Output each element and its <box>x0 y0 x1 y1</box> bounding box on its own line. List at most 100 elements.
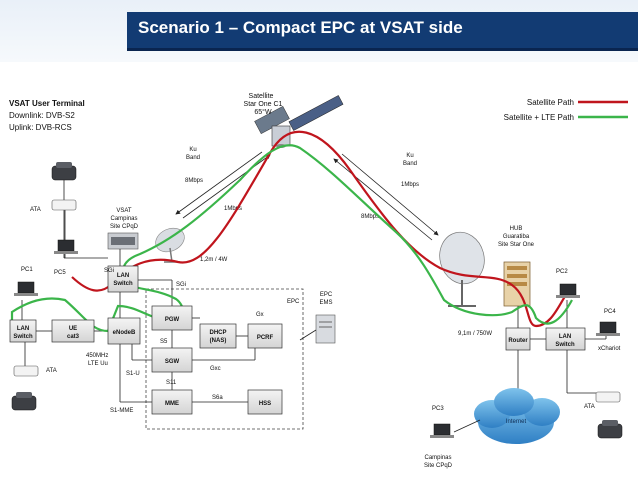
lan-switch-top-label-1: LAN <box>117 273 129 279</box>
lan-switch-right-label-1: LAN <box>559 334 571 340</box>
s6a-label: S6a <box>212 395 223 401</box>
campinas-bottom-label-2: Site CPqD <box>424 463 453 469</box>
lan-switch-top-label-2: Switch <box>113 281 133 287</box>
lan-switch-left-box <box>9 319 37 343</box>
large-dish-label: 9,1m / 750W <box>458 331 492 337</box>
s1u-label: S1-U <box>126 371 140 377</box>
hub-label-3: Site Star One <box>498 242 535 248</box>
rate-1mbps-right: 1Mbps <box>401 182 419 188</box>
ata-left-icon <box>13 365 39 377</box>
laptop-pc2-icon <box>556 283 580 298</box>
lan-switch-right-box <box>545 327 586 351</box>
dhcp-box <box>199 323 237 349</box>
hub-label-2: Guaratiba <box>503 234 530 240</box>
pc3-label: PC3 <box>432 406 444 412</box>
laptop-pc4-icon <box>596 321 620 336</box>
satellite-icon <box>254 95 344 148</box>
ue-cat3-label-2: cat3 <box>67 334 80 340</box>
pc2-label: PC2 <box>556 269 568 275</box>
phone-top-left-icon <box>51 162 77 181</box>
ata-right-label: ATA <box>584 404 595 410</box>
lte-uu-label-1: 450MHz <box>86 353 108 359</box>
epc-label: EPC <box>287 299 300 305</box>
hss-label: HSS <box>259 401 271 407</box>
pcrf-label: PCRF <box>257 335 274 341</box>
epc-boundary <box>145 288 304 430</box>
pgw-box <box>151 305 193 331</box>
legend-satellite-label: Satellite Path <box>526 98 574 107</box>
pc5-label: PC5 <box>54 270 66 276</box>
laptop-pc3-icon <box>430 423 454 438</box>
pgw-label: PGW <box>165 317 180 323</box>
mme-label: MME <box>165 401 179 407</box>
lan-switch-right-label-2: Switch <box>555 342 575 348</box>
enodeb-label: eNodeB <box>113 330 136 336</box>
ue-cat3-box <box>51 319 95 343</box>
epc-ems-label-1: EPC <box>320 292 333 298</box>
rate-1mbps-left: 1Mbps <box>224 206 242 212</box>
satellite-label-2: Star One C1 <box>244 101 283 108</box>
small-dish-label: 1,2m / 4W <box>200 257 228 263</box>
sgi-label-1: SGi <box>104 268 114 274</box>
rate-8mbps-left: 8Mbps <box>185 178 203 184</box>
ue-cat3-label-1: UE <box>69 326 77 332</box>
hub-label-1: HUB <box>510 226 523 232</box>
title-bar <box>127 12 638 51</box>
sgw-box <box>151 347 193 373</box>
router-label: Router <box>508 338 528 344</box>
downlink-text: Downlink: DVB-S2 <box>9 111 75 120</box>
ku-right-label-1: Ku <box>406 153 413 159</box>
slide-title: Scenario 1 – Compact EPC at VSAT side <box>138 18 463 37</box>
ata-right-icon <box>595 391 621 403</box>
lan-switch-left-label-1: LAN <box>17 326 29 332</box>
ata-left-label: ATA <box>46 368 57 374</box>
lan-switch-left-label-2: Switch <box>13 334 33 340</box>
mme-box <box>151 389 193 415</box>
gx-label: Gx <box>256 312 264 318</box>
laptop-pc5-icon <box>54 239 78 254</box>
phone-bottom-right-icon <box>597 420 623 439</box>
ku-right-up-arrow <box>333 158 433 241</box>
s11-label: S11 <box>166 380 177 386</box>
sgi-label-2: SGi <box>176 282 186 288</box>
ku-left-label-2: Band <box>186 155 200 161</box>
satellite-path-line <box>71 130 569 328</box>
legend-lte-label: Satellite + LTE Path <box>503 113 574 122</box>
internet-label: Internet <box>506 419 527 425</box>
dhcp-label-1: DHCP <box>209 330 226 336</box>
epc-ems-label-2: EMS <box>319 300 332 306</box>
ata-top-icon <box>51 199 77 211</box>
ku-right-label-2: Band <box>403 161 417 167</box>
gxc-label: Gxc <box>210 366 221 372</box>
enodeb-box <box>107 317 141 345</box>
hss-box <box>247 389 283 415</box>
ata-top-label: ATA <box>30 207 41 213</box>
satellite-label-1: Satellite <box>249 93 274 100</box>
dhcp-label-2: (NAS) <box>210 338 227 344</box>
rate-8mbps-right: 8Mbps <box>361 214 379 220</box>
vsat-modem-icon <box>107 232 139 250</box>
vsat-site-label-2: Campinas <box>110 216 137 222</box>
s5-label: S5 <box>160 339 168 345</box>
campinas-bottom-label-1: Campinas <box>424 455 451 461</box>
lte-uu-label-2: LTE Uu <box>88 361 108 367</box>
lan-switch-top-box <box>107 265 139 293</box>
s1mme-label: S1-MME <box>110 408 133 414</box>
xchariot-label: xChariot <box>598 346 621 352</box>
laptop-pc1-icon <box>14 281 38 296</box>
router-box <box>505 327 531 351</box>
epc-ems-server-icon <box>315 314 336 344</box>
vsat-site-label-1: VSAT <box>116 208 132 214</box>
ku-left-label-1: Ku <box>189 147 196 153</box>
terminal-heading: VSAT User Terminal <box>9 99 85 108</box>
pcrf-box <box>247 323 283 349</box>
internet-cloud-icon <box>474 388 560 444</box>
satellite-lte-path-line <box>10 144 573 333</box>
pc3-link <box>453 419 481 433</box>
satellite-label-3: 65°W <box>254 108 272 116</box>
phone-bottom-left-icon <box>11 392 37 411</box>
vsat-site-label-3: Site CPqD <box>110 224 139 230</box>
ku-right-down-arrow <box>341 153 439 236</box>
